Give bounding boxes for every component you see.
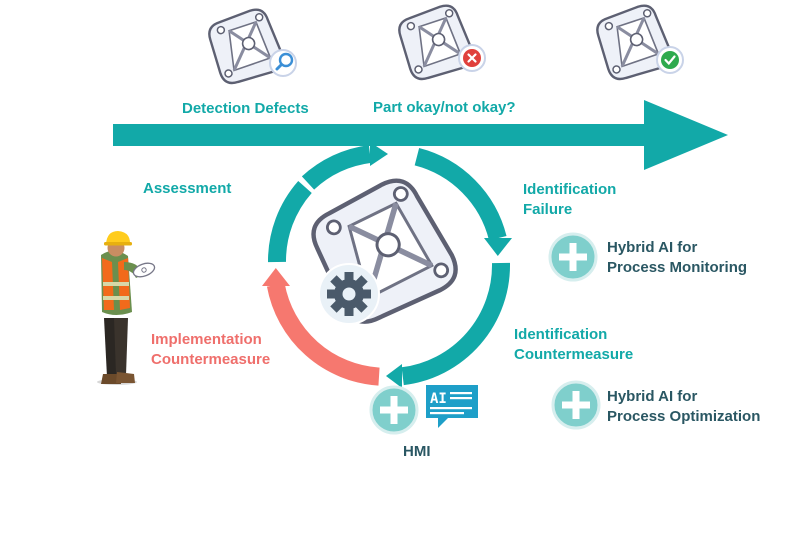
detection-defects-label: Detection Defects	[182, 100, 309, 117]
identification-failure-label: Identification Failure	[523, 181, 617, 218]
magnifier-icon	[269, 49, 297, 77]
part-okay-label: Part okay/not okay?	[373, 99, 516, 116]
part-magnifier-icon	[204, 4, 288, 88]
ai-badge-text: AI	[430, 391, 447, 407]
plus-icon	[548, 232, 598, 282]
part-reject-icon	[394, 0, 478, 84]
assessment-label: Assessment	[143, 180, 232, 197]
hybrid-optimization-label: Hybrid AI for Process Optimization	[607, 388, 761, 425]
gear-icon	[318, 263, 380, 325]
identification-countermeasure-label: Identification Countermeasure	[514, 326, 634, 363]
accept-badge-icon	[656, 46, 684, 74]
worker-figure	[97, 231, 156, 385]
hmi-label: HMI	[403, 443, 431, 460]
ai-chat-icon: AI	[426, 385, 478, 428]
plus-icon	[369, 385, 419, 435]
plus-icon	[551, 380, 601, 430]
improvement-cycle	[262, 142, 512, 388]
reject-badge-icon	[458, 44, 486, 72]
hybrid-monitoring-label: Hybrid AI for Process Monitoring	[607, 239, 748, 276]
implementation-countermeasure-label: Implementation Countermeasure	[151, 331, 271, 368]
process-arrow	[113, 100, 728, 170]
